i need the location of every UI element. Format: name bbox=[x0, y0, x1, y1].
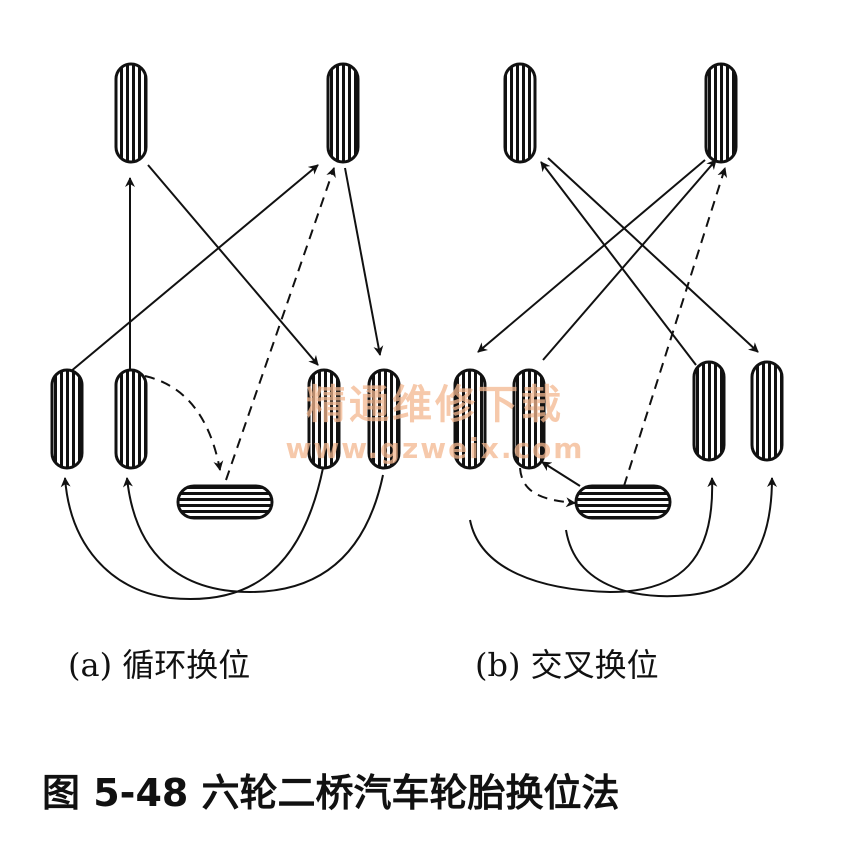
watermark: 精通维修下载 www.gzweix.com bbox=[250, 372, 620, 465]
tire-b-front-right bbox=[704, 62, 738, 164]
tire-a-spare bbox=[176, 484, 274, 520]
arrow-a4 bbox=[344, 167, 384, 356]
arrow-a8 bbox=[122, 474, 384, 594]
panel-b-tires bbox=[453, 62, 784, 520]
arrow-b8 bbox=[469, 477, 718, 594]
tire-a-front-right bbox=[326, 62, 360, 164]
arrow-b9 bbox=[565, 477, 777, 598]
tire-b-spare bbox=[574, 484, 672, 520]
arrow-b2 bbox=[477, 159, 706, 353]
tire-b-rear-left-inner bbox=[512, 368, 546, 470]
arrow-a6-dashed bbox=[144, 375, 224, 471]
arrow-b5-dashed bbox=[623, 167, 728, 487]
arrow-a5-dashed bbox=[225, 167, 336, 481]
panel-b-arrows bbox=[469, 157, 777, 598]
watermark-text: 精通维修下载 bbox=[306, 382, 564, 428]
arrow-b6-dashed bbox=[519, 467, 576, 508]
panel-a-arrows bbox=[60, 164, 384, 601]
tire-a-rear-right-inner bbox=[307, 368, 341, 470]
panel-b bbox=[453, 62, 784, 598]
figure-caption: 图 5-48 六轮二桥汽车轮胎换位法 bbox=[42, 771, 620, 815]
arrow-b7 bbox=[541, 461, 581, 487]
tire-a-rear-right-outer bbox=[367, 368, 401, 470]
arrow-b4 bbox=[540, 161, 697, 366]
tire-b-rear-left-outer bbox=[453, 368, 487, 470]
arrow-a3 bbox=[69, 164, 319, 373]
tire-a-front-left bbox=[114, 62, 148, 164]
panel-a-tires bbox=[50, 62, 401, 520]
tire-b-rear-right-outer bbox=[750, 360, 784, 462]
watermark-url: www.gzweix.com bbox=[285, 432, 585, 465]
panel-a-caption: (a) 循环换位 bbox=[68, 646, 251, 684]
tire-b-front-left bbox=[503, 62, 537, 164]
panel-a bbox=[50, 62, 401, 601]
arrow-b3 bbox=[542, 159, 717, 361]
tire-a-rear-left-outer bbox=[50, 368, 84, 470]
arrow-b1 bbox=[547, 157, 759, 353]
panel-b-caption: (b) 交叉换位 bbox=[475, 646, 659, 684]
tire-a-rear-left-inner bbox=[114, 368, 148, 470]
tire-b-rear-right-inner bbox=[692, 360, 726, 462]
arrow-a7 bbox=[60, 467, 324, 601]
arrow-a2 bbox=[147, 164, 319, 366]
